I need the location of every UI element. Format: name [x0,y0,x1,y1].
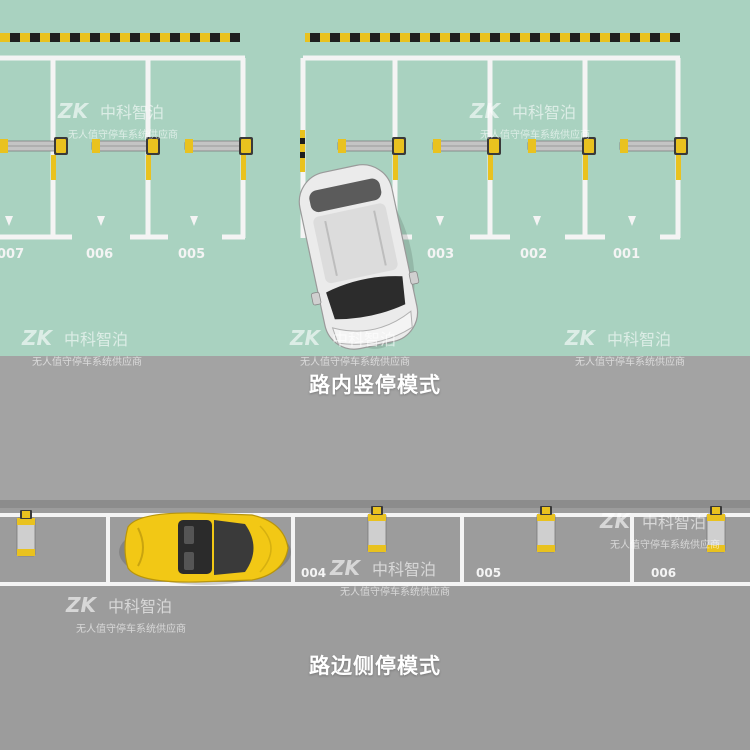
slot-arrow-icon [5,216,636,226]
slot-number: 003 [427,247,454,262]
white-suv [298,164,420,350]
watermark-tagline: 无人值守停车系统供应商 [610,538,720,551]
watermark-brand: 中科智泊 [642,513,706,532]
slot-number: 001 [613,247,640,262]
watermark-tagline: 无人值守停车系统供应商 [32,355,142,368]
watermark-brand: 中科智泊 [108,597,172,616]
yellow-posts [51,130,681,180]
watermark-brand: 中科智泊 [607,330,671,349]
yellow-sports-car [119,512,291,585]
slot-number: 006 [651,566,676,580]
watermark-tagline: 无人值守停车系统供应商 [76,622,186,635]
watermark-brand: 中科智泊 [64,330,128,349]
watermark-logo: ZK 中科智泊 无人值守停车系统供应商 ZK 中科智泊 无人值守停车系统供应商 … [21,99,720,635]
svg-text:ZK: ZK [599,509,632,533]
svg-text:ZK: ZK [21,326,54,350]
caption-in-road-perpendicular: 路内竖停模式 [309,373,441,397]
caption-roadside-parallel: 路边侧停模式 [309,654,441,678]
slot-number: 002 [520,247,547,262]
hazard-strip-left [0,33,240,42]
svg-text:ZK: ZK [564,326,597,350]
slot-number: 005 [178,247,205,262]
slot-number: 004 [301,566,326,580]
watermark-brand: 中科智泊 [332,330,396,349]
slot-number: 005 [476,566,501,580]
watermark-brand: 中科智泊 [512,103,576,122]
svg-text:ZK: ZK [57,99,90,123]
svg-text:ZK: ZK [469,99,502,123]
black-post-marks [300,138,305,158]
slot-number: 006 [86,247,113,262]
curb [0,500,750,508]
slot-number: 007 [0,247,24,262]
watermark-tagline: 无人值守停车系统供应商 [340,585,450,598]
watermark-brand: 中科智泊 [100,103,164,122]
svg-text:ZK: ZK [329,556,362,580]
hazard-strip-right [305,33,680,42]
svg-text:ZK: ZK [65,593,98,617]
watermark-tagline: 无人值守停车系统供应商 [480,128,590,141]
watermark-tagline: 无人值守停车系统供应商 [575,355,685,368]
svg-text:ZK: ZK [289,326,322,350]
road-lane [0,356,750,502]
watermark-tagline: 无人值守停车系统供应商 [300,355,410,368]
watermark-brand: 中科智泊 [372,560,436,579]
watermark-tagline: 无人值守停车系统供应商 [68,128,178,141]
